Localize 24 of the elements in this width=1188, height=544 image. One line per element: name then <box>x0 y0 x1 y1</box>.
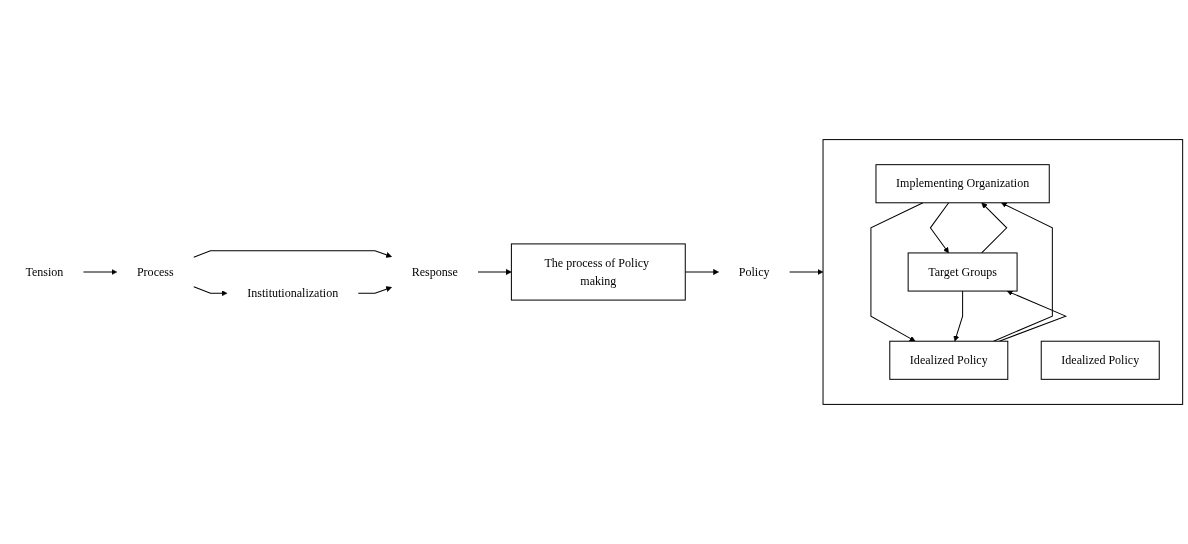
arrow <box>684 269 719 275</box>
arrow <box>82 269 118 275</box>
cluster <box>822 139 1184 405</box>
arrow <box>193 286 228 297</box>
node-box: The process of Policy making <box>510 243 686 301</box>
node-box: Implementing Organization <box>875 164 1050 204</box>
node-text: Response <box>411 264 458 279</box>
node-text: Process <box>136 264 174 279</box>
arrow <box>953 290 964 342</box>
arrow <box>929 202 950 254</box>
arrow <box>993 202 1053 342</box>
node-box: Idealized Policy <box>1040 340 1160 380</box>
arrow <box>789 269 824 275</box>
node-text: Institutionalization <box>247 286 339 300</box>
arrow <box>357 286 392 294</box>
arrow <box>870 202 924 342</box>
arrow <box>998 290 1067 342</box>
arrow <box>193 250 392 258</box>
node-box: Target Groups <box>907 252 1018 292</box>
node-box: Idealized Policy <box>889 340 1009 380</box>
arrow <box>981 202 1008 254</box>
node-text: Tension <box>25 264 64 279</box>
arrow <box>477 269 512 275</box>
node-text: Policy <box>738 264 770 279</box>
